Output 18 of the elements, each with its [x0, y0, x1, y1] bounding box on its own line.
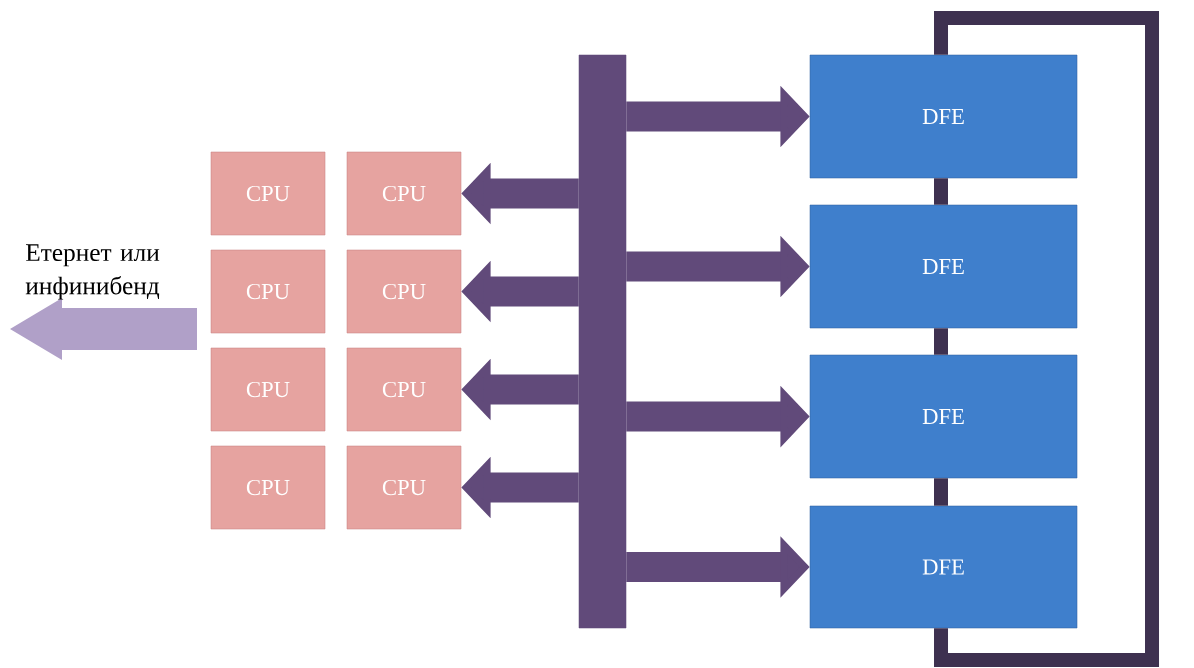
ring-line — [934, 178, 948, 205]
ring-line — [934, 11, 1159, 667]
dfe-box: DFE — [809, 354, 1078, 479]
cpu-box: CPU — [346, 249, 462, 334]
dfe-box: DFE — [809, 54, 1078, 179]
cpu-box: CPU — [210, 445, 326, 530]
network-label: Етернет или инфинибенд — [25, 244, 160, 300]
cpu-box: CPU — [346, 445, 462, 530]
dfe-box: DFE — [809, 204, 1078, 329]
dfe-box: DFE — [809, 505, 1078, 629]
cpu-box: CPU — [210, 151, 326, 236]
ring-line — [934, 328, 948, 355]
cpu-box: CPU — [346, 151, 462, 236]
cpu-box: CPU — [210, 347, 326, 432]
cpu-box: CPU — [210, 249, 326, 334]
bus-bar — [578, 54, 627, 629]
cpu-box: CPU — [346, 347, 462, 432]
ring-line — [934, 478, 948, 506]
